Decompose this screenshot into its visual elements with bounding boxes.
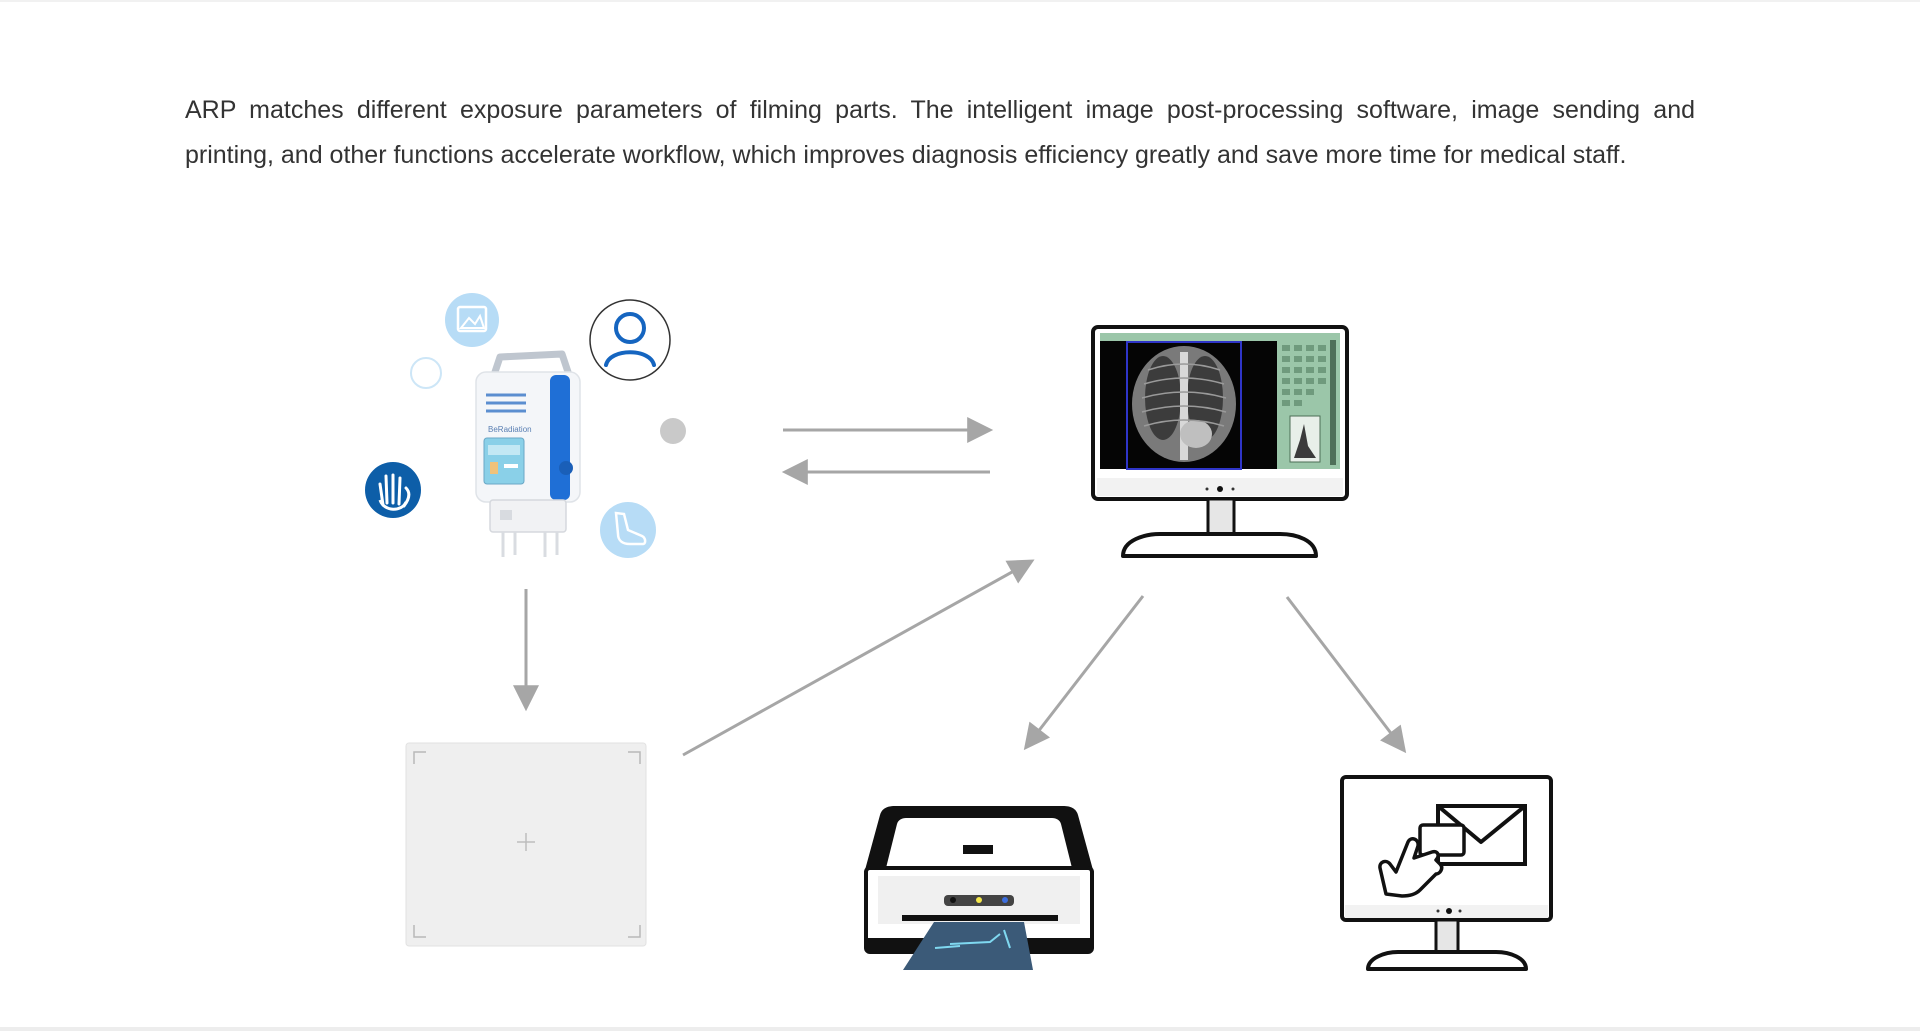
device-knob xyxy=(559,461,573,475)
monitor-neck xyxy=(1206,497,1236,537)
monitor-button xyxy=(1231,487,1235,491)
arrow-workstation-to-send xyxy=(1285,596,1407,754)
arrow-workstation-to-printer xyxy=(1023,595,1145,751)
printer-slot xyxy=(963,845,993,854)
image-icon xyxy=(445,293,499,347)
monitor-button xyxy=(1205,487,1209,491)
send-monitor-button xyxy=(1436,909,1440,913)
hand-icon xyxy=(365,462,421,518)
xray-frame xyxy=(1126,341,1242,470)
touch-hand-icon xyxy=(1378,823,1466,898)
device-screen xyxy=(483,437,525,485)
arrows xyxy=(513,417,1407,757)
arrow-detector-to-workstation xyxy=(682,559,1035,757)
printer-led xyxy=(950,897,956,903)
monitor-stand xyxy=(1121,532,1318,558)
device-collimator-knob xyxy=(500,510,512,520)
device-collimator xyxy=(489,499,567,533)
decor-dot xyxy=(660,418,686,444)
device-legs xyxy=(501,532,559,557)
detector-corner-marks xyxy=(413,751,641,938)
send-monitor-button xyxy=(1458,909,1462,913)
printer-led xyxy=(976,897,982,903)
chest-xray-image xyxy=(1132,346,1236,462)
user-icon xyxy=(589,299,671,381)
send-monitor-led xyxy=(1446,908,1452,914)
printer-output-slot xyxy=(902,915,1058,921)
device-vents xyxy=(486,393,526,413)
detector-center-mark xyxy=(517,833,535,851)
device-screen-figure xyxy=(490,462,498,474)
workstation-monitor xyxy=(1091,325,1349,558)
printer-top-inner xyxy=(886,818,1072,868)
device-screen-line xyxy=(504,464,518,468)
printer-led xyxy=(1002,897,1008,903)
bottom-divider xyxy=(0,1027,1920,1031)
decor-ring xyxy=(410,357,442,389)
description-paragraph: ARP matches different exposure parameter… xyxy=(185,96,1695,169)
printed-film xyxy=(903,922,1033,970)
send-monitor-stand xyxy=(1366,950,1528,971)
image-sending-monitor xyxy=(1340,775,1553,971)
tool-panel xyxy=(1282,340,1336,465)
monitor-power-led xyxy=(1217,486,1223,492)
foot-icon xyxy=(600,502,656,558)
printed-film-image xyxy=(934,929,1011,949)
film-printer xyxy=(864,806,1094,970)
portable-xray-device: BeRadiation xyxy=(365,293,686,558)
device-blue-strip xyxy=(550,375,570,500)
flat-panel-detector xyxy=(405,742,647,947)
top-divider xyxy=(0,0,1920,2)
device-brand: BeRadiation xyxy=(488,425,532,434)
device-handle xyxy=(489,350,573,380)
device-screen-header xyxy=(488,445,520,455)
send-monitor-neck xyxy=(1434,918,1460,954)
